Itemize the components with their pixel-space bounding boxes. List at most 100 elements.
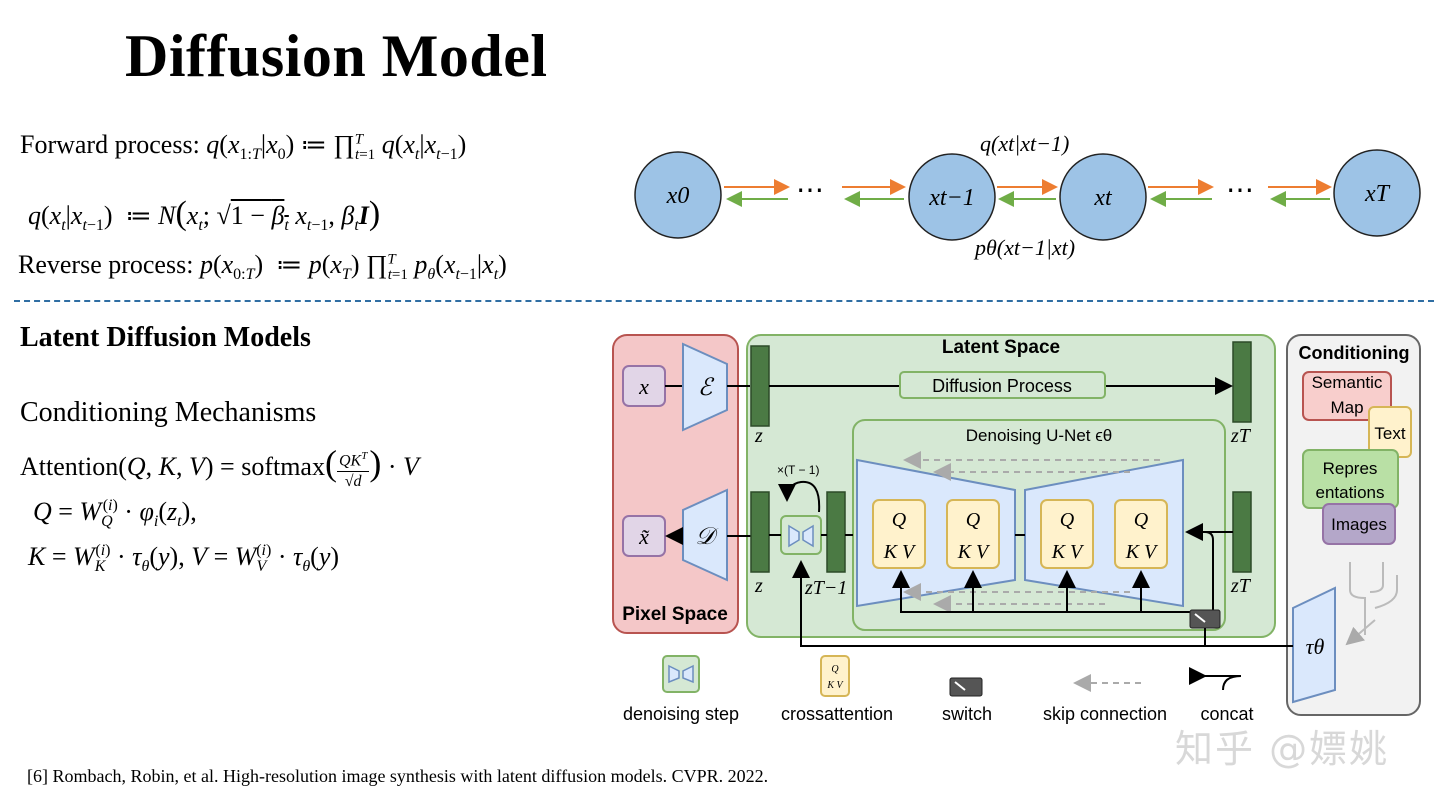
node-xt-label: xt — [1093, 185, 1113, 211]
qkv-block-box — [946, 499, 1000, 569]
latent-z-output-bar — [750, 491, 770, 573]
section-divider — [14, 300, 1434, 302]
diffusion-process-box — [899, 371, 1106, 399]
watermark: 知乎 @嫖姚 — [1175, 727, 1390, 771]
legend-switch-lever — [954, 681, 966, 691]
reverse-process-equation: Reverse process: p(x0:T) ≔ p(xT) ∏Tt=1 p… — [18, 250, 507, 284]
cond-text-label: Text — [1374, 424, 1405, 443]
unet-decoder-half — [1024, 458, 1184, 608]
legend-concat-icon — [1222, 675, 1242, 691]
cond-images — [1322, 503, 1396, 545]
ellipsis: ⋯ — [1226, 175, 1254, 206]
qkv-block-box — [1040, 499, 1094, 569]
node-xT — [1333, 149, 1421, 237]
legend-concat-label: concat — [1200, 704, 1253, 724]
legend-denoising-step-icon-right — [682, 664, 694, 684]
latent-zT-label: zT — [1230, 425, 1252, 447]
forward-process-formula: q(x1:T|x0) ≔ ∏Tt=1 q(xt|xt−1) — [206, 130, 467, 164]
q-equation: Q = WQ(i) · φi(zt), — [33, 497, 197, 531]
pixel-space-label: Pixel Space — [622, 604, 728, 625]
qkv-kv: K V — [883, 541, 917, 563]
tau-label: τθ — [1306, 634, 1325, 659]
encoder-block — [682, 342, 728, 432]
q-transition-label: q(xt|xt−1) — [980, 131, 1069, 156]
qkv-block: Q K V — [946, 499, 1000, 569]
attention-equation: Attention(Q, K, V) = softmax(QKT√d) · V — [20, 443, 419, 491]
node-xT-label: xT — [1364, 181, 1391, 207]
conditioning-label: Conditioning — [1299, 343, 1410, 363]
legend-crossattention-kv: K V — [826, 680, 844, 691]
legend-crossattention-q: Q — [831, 664, 839, 675]
markov-chain-diagram: q(xt|xt−1) pθ(xt−1|xt) x0 ⋯ xt−1 xt ⋯ xT — [634, 131, 1421, 260]
legend-crossattention-label: crossattention — [781, 704, 893, 724]
latent-zT-bar — [1232, 341, 1252, 423]
switch-icon — [1189, 609, 1221, 629]
kv-equation: K = WK(i) · τθ(y), V = WV(i) · τθ(y) — [28, 542, 340, 576]
loop-arrow — [778, 480, 821, 513]
unet-label: Denoising U-Net ϵθ — [966, 426, 1112, 445]
legend-denoising-step-label: denoising step — [623, 704, 739, 724]
node-xt — [1059, 153, 1147, 241]
qkv-q: Q — [966, 509, 981, 531]
qkv-block: Q K V — [872, 499, 926, 569]
unet-encoder-half — [856, 458, 1016, 608]
qkv-kv: K V — [1125, 541, 1159, 563]
cond-semantic-map — [1302, 371, 1392, 421]
latent-space-label: Latent Space — [942, 337, 1060, 358]
node-xt-1-label: xt−1 — [928, 185, 975, 211]
latent-z-label: z — [754, 425, 763, 447]
cond-semantic-map-label-1: Semantic — [1312, 373, 1383, 392]
qkv-q: Q — [1060, 509, 1075, 531]
qkv-q: Q — [892, 509, 907, 531]
legend-crossattention-icon — [820, 655, 850, 697]
denoising-step-icon-left — [788, 524, 800, 548]
diffusion-process-label: Diffusion Process — [932, 376, 1072, 396]
page-title: Diffusion Model — [125, 23, 548, 89]
conditioning-heading: Conditioning Mechanisms — [20, 397, 317, 428]
qkv-block: Q K V — [1040, 499, 1094, 569]
concat-line — [1204, 531, 1214, 612]
latent-zT-1-label: zT−1 — [804, 577, 847, 599]
qkv-q: Q — [1134, 509, 1149, 531]
tau-encoder-block — [1292, 586, 1336, 704]
ldm-architecture-figure: Pixel Space Latent Space Conditioning x … — [612, 334, 1421, 724]
loop-count-label: ×(T − 1) — [777, 463, 819, 477]
legend-denoising-step-icon-left — [668, 664, 680, 684]
qkv-block-box — [1114, 499, 1168, 569]
qkv-kv: K V — [957, 541, 991, 563]
forward-process-label: Forward process: — [20, 130, 207, 159]
latent-zT-input-label: zT — [1230, 575, 1252, 597]
node-xt-1 — [908, 153, 996, 241]
qkv-kv: K V — [1051, 541, 1085, 563]
input-x-label: x — [638, 374, 649, 399]
node-x0-label: x0 — [666, 183, 690, 209]
conditioning-feed-arrow — [792, 560, 1293, 647]
encoder-label: ℰ — [698, 375, 715, 401]
legend: denoising step Q K V crossattention swit… — [623, 655, 1254, 724]
denoising-step-icon-right — [802, 524, 814, 548]
denoising-step-icon — [780, 515, 822, 555]
cond-merge-arrow — [1345, 619, 1376, 646]
node-x0 — [634, 151, 722, 239]
qkv-block-box — [872, 499, 926, 569]
legend-denoising-step-icon — [662, 655, 700, 693]
cond-representations-label-2: entations — [1316, 483, 1385, 502]
latent-zT-input-bar — [1232, 491, 1252, 573]
decoder-block — [682, 488, 728, 582]
reverse-process-label: Reverse process: — [18, 250, 200, 279]
cond-semantic-map-label-2: Map — [1330, 398, 1363, 417]
citation: [6] Rombach, Robin, et al. High-resoluti… — [27, 766, 769, 786]
switch-icon-lever — [1194, 613, 1206, 623]
reverse-process-formula: p(x0:T) ≔ p(xT) ∏Tt=1 pθ(xt−1|xt) — [199, 250, 507, 284]
forward-process-equation: Forward process: q(x1:T|x0) ≔ ∏Tt=1 q(xt… — [20, 130, 466, 164]
output-x-tilde-label: x̃ — [638, 524, 649, 549]
legend-switch-label: switch — [942, 704, 992, 724]
ellipsis: ⋯ — [796, 175, 824, 206]
cond-images-label: Images — [1331, 515, 1387, 534]
cond-merge-lines — [1349, 562, 1398, 635]
latent-z-output-label: z — [754, 575, 763, 597]
latent-z-bar — [750, 345, 770, 427]
legend-skip-connection-label: skip connection — [1043, 704, 1167, 724]
qkv-block: Q K V — [1114, 499, 1168, 569]
latent-zT-1-bar — [826, 491, 846, 573]
